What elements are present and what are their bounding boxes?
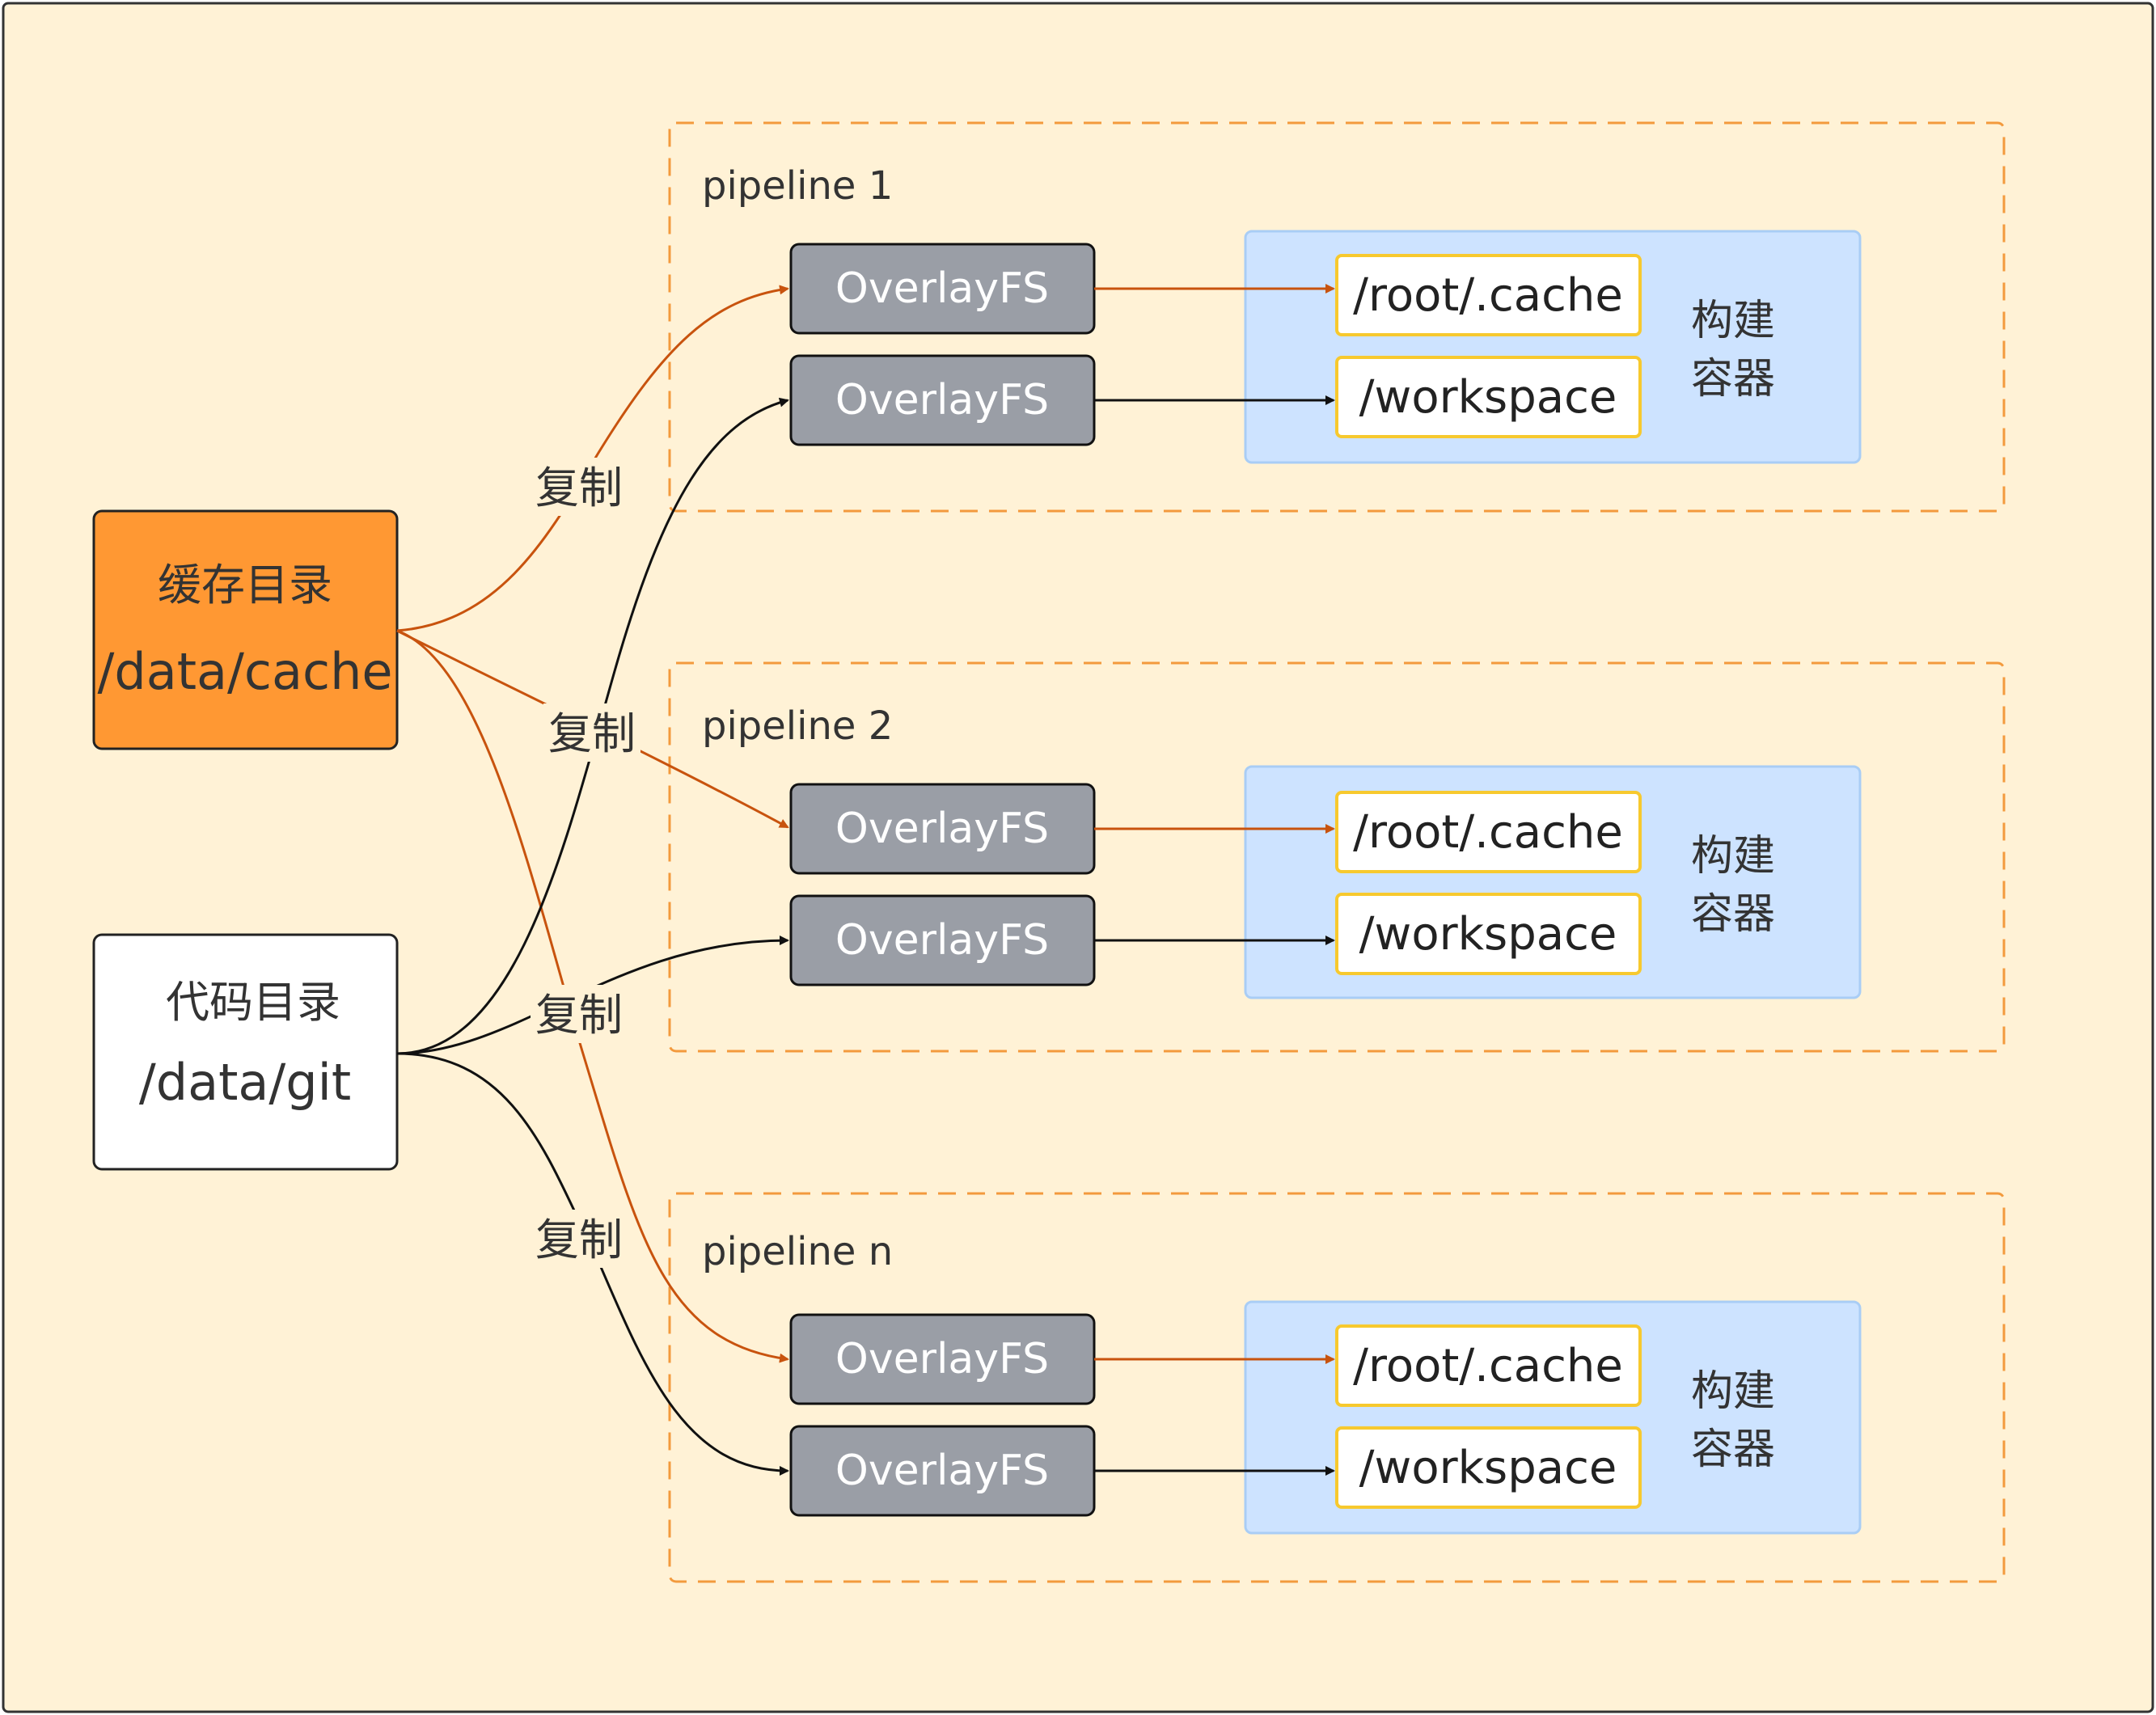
mount-label: /workspace: [1359, 371, 1617, 424]
container-label: 构建: [1691, 832, 1775, 881]
container-label: 容器: [1691, 890, 1775, 939]
mount-box-cache: [1335, 254, 1642, 336]
copy-label: 复制: [548, 708, 636, 759]
mount-label: /root/.cache: [1353, 269, 1623, 322]
pipeline-group-1: pipeline 1 OverlayFS OverlayFS /root/.ca…: [668, 121, 2006, 513]
pipeline-frame: [668, 661, 2006, 1053]
copy-labels: 复制 复制 复制 复制: [531, 458, 640, 1268]
overlay-to-mount-arrows: [1094, 284, 1335, 1476]
copy-label-backdrop: [531, 985, 628, 1043]
code-source: 代码目录 /data/git: [92, 933, 399, 1171]
pipeline-frame: [668, 1192, 2006, 1583]
cache-to-overlay-1-connector: [396, 285, 789, 632]
copy-label-backdrop: [543, 703, 640, 762]
mount-box-workspace: [1335, 356, 1642, 438]
overlayfs-label: OverlayFS: [835, 916, 1049, 965]
container-label: 容器: [1691, 1426, 1775, 1474]
pipeline-group-2: pipeline 2 OverlayFS OverlayFS /root/.ca…: [668, 661, 2006, 1053]
copy-label: 复制: [535, 990, 623, 1041]
overlayfs-label: OverlayFS: [835, 805, 1049, 853]
mount-box-cache: [1335, 791, 1642, 873]
pipeline-group-n: pipeline n OverlayFS OverlayFS /root/.ca…: [668, 1192, 2006, 1583]
code-to-overlay-1-connector: [396, 397, 789, 1055]
cache-directory-box: [92, 509, 399, 750]
mount-label: /root/.cache: [1353, 806, 1623, 859]
container-label: 容器: [1691, 355, 1775, 403]
overlayfs-label: OverlayFS: [835, 1447, 1049, 1495]
pipeline-title: pipeline 1: [702, 163, 893, 209]
cache-to-overlay-n-connector: [396, 629, 789, 1363]
copy-label-backdrop: [531, 1210, 628, 1268]
copy-label: 复制: [535, 1214, 623, 1265]
mount-label: /root/.cache: [1353, 1340, 1623, 1392]
mount-label: /workspace: [1359, 908, 1617, 961]
code-directory-box: [92, 933, 399, 1171]
code-directory-path: /data/git: [139, 1053, 351, 1112]
overlayfs-label: OverlayFS: [835, 264, 1049, 313]
cache-source: 缓存目录 /data/cache: [92, 509, 399, 750]
copy-label: 复制: [535, 463, 623, 513]
mount-box-workspace: [1335, 893, 1642, 975]
code-directory-title: 代码目录: [166, 977, 340, 1028]
pipeline-title: pipeline n: [702, 1229, 893, 1274]
container-label: 构建: [1691, 297, 1775, 345]
overlayfs-label: OverlayFS: [835, 1335, 1049, 1383]
mount-box-workspace: [1335, 1426, 1642, 1509]
container-label: 构建: [1691, 1367, 1775, 1416]
pipeline-frame: [668, 121, 2006, 513]
mount-label: /workspace: [1359, 1442, 1617, 1494]
pipeline-title: pipeline 2: [702, 703, 893, 749]
cache-directory-title: 缓存目录: [158, 560, 332, 610]
mount-box-cache: [1335, 1324, 1642, 1407]
overlayfs-label: OverlayFS: [835, 376, 1049, 425]
copy-label-backdrop: [531, 458, 628, 516]
cache-directory-path: /data/cache: [97, 642, 392, 701]
